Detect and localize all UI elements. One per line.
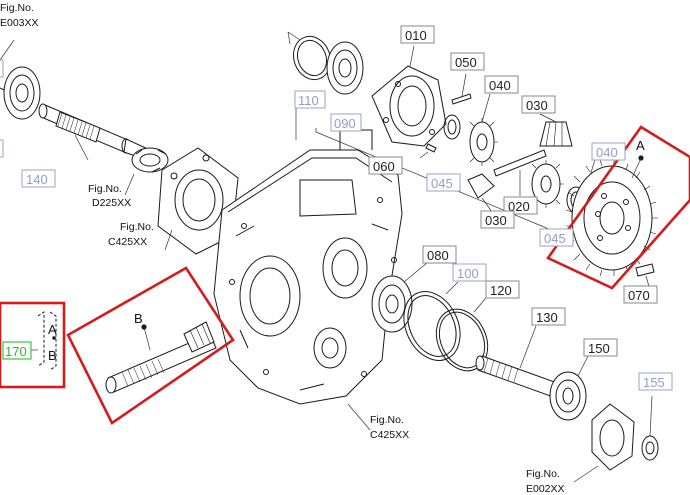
fig-ref-mid-left[interactable]: Fig.No. D225XX (88, 183, 131, 209)
pinion-shaft-B-drawing (105, 321, 217, 394)
washer-045-drawing (443, 114, 461, 140)
fig-ref-code: E003XX (0, 17, 39, 29)
svg-text:170: 170 (5, 344, 27, 359)
bearing-150-drawing (549, 355, 589, 421)
svg-text:155: 155 (643, 375, 665, 390)
part-label-140[interactable]: 140 (21, 169, 56, 188)
svg-text:040: 040 (596, 145, 618, 160)
diff-plate-110-drawing (287, 31, 332, 81)
part-label-045-right[interactable]: 045 (539, 228, 574, 247)
svg-text:110: 110 (298, 93, 319, 108)
part-label-020[interactable]: 020 (503, 196, 538, 215)
svg-text:080: 080 (427, 248, 449, 263)
svg-text:140: 140 (26, 172, 48, 187)
bolt-070-drawing (635, 263, 655, 291)
part-label-030-top[interactable]: 030 (521, 95, 556, 114)
svg-text:120: 120 (490, 283, 512, 298)
fig-ref-label: Fig.No. (88, 183, 122, 195)
part-label-080[interactable]: 080 (422, 245, 457, 264)
fig-ref-label: Fig.No. (370, 414, 404, 426)
callout-bracket-a: A (48, 322, 57, 337)
part-label-040-top[interactable]: 040 (484, 75, 519, 94)
pinion-030-bottom-drawing (467, 173, 495, 213)
part-label-010[interactable]: 010 (400, 25, 435, 44)
cover-E002-drawing (573, 403, 635, 483)
shaft-130-drawing (475, 325, 561, 399)
fig-ref-cover[interactable]: Fig.No. C425XX (108, 221, 154, 248)
svg-text:045: 045 (431, 176, 453, 191)
side-gear-040-drawing (469, 93, 498, 166)
shim-100-drawing (403, 281, 461, 361)
svg-text:130: 130 (536, 310, 558, 325)
snap-ring-120-drawing (435, 297, 489, 372)
callout-bracket-b: B (48, 348, 57, 363)
part-label-120[interactable]: 120 (485, 280, 520, 299)
svg-text:150: 150 (588, 341, 610, 356)
part-label-110[interactable]: 110 (294, 90, 326, 109)
oil-seal-155-drawing (641, 395, 659, 461)
pin-050-drawing (451, 73, 472, 105)
part-label-130[interactable]: 130 (531, 307, 566, 326)
part-label-170-selected[interactable]: 170 (2, 341, 32, 360)
transmission-case-drawing (213, 129, 403, 431)
fig-ref-code: D225XX (92, 197, 131, 209)
fig-ref-top-left[interactable]: Fig.No. E003XX (0, 2, 39, 29)
bearing-left-drawing (0, 39, 41, 120)
coupling-drawing (124, 147, 169, 196)
fig-ref-code: C425XX (108, 236, 147, 248)
part-label-030-bottom[interactable]: 030 (480, 210, 515, 229)
side-gear-040-right-drawing (531, 160, 564, 208)
bearing-080-drawing (371, 261, 429, 333)
diff-case-010-drawing (371, 45, 447, 147)
svg-text:030: 030 (526, 98, 548, 113)
pin-060-drawing (419, 143, 437, 159)
fig-ref-label: Fig.No. (120, 221, 154, 233)
case-cover-drawing (157, 147, 239, 255)
bearing-090-drawing (326, 41, 364, 95)
fig-ref-code: E002XX (526, 483, 565, 495)
svg-text:100: 100 (457, 266, 479, 281)
part-label-050[interactable]: 050 (450, 52, 485, 71)
svg-text:040: 040 (489, 78, 511, 93)
part-label-070[interactable]: 070 (623, 285, 658, 304)
svg-text:070: 070 (628, 288, 650, 303)
svg-text:030: 030 (485, 213, 507, 228)
part-label-090[interactable]: 090 (330, 113, 362, 132)
part-label-040-right[interactable]: 040 (591, 142, 626, 161)
part-label-100[interactable]: 100 (452, 263, 487, 282)
svg-text:010: 010 (405, 28, 427, 43)
callout-shaft-b: B (134, 311, 143, 326)
fig-ref-label: Fig.No. (526, 468, 560, 480)
svg-text:050: 050 (455, 55, 477, 70)
ring-gear-drawing (565, 155, 658, 277)
highlight-frame-variant (0, 301, 66, 389)
part-label-060[interactable]: 060 (368, 156, 403, 175)
fig-ref-label: Fig.No. (0, 2, 34, 14)
shaft-020-drawing (493, 149, 547, 196)
svg-text:060: 060 (373, 159, 395, 174)
part-label-partial-top (0, 59, 4, 78)
variant-bracket-drawing (30, 311, 57, 371)
svg-text:090: 090 (334, 116, 356, 131)
callout-gear-a: A (636, 138, 645, 153)
svg-text:045: 045 (544, 231, 566, 246)
fig-ref-case[interactable]: Fig.No. C425XX (370, 414, 409, 441)
part-label-155[interactable]: 155 (638, 372, 673, 391)
part-label-150[interactable]: 150 (583, 338, 618, 357)
pinion-030-top-drawing (539, 113, 573, 147)
fig-ref-code: C425XX (370, 429, 409, 441)
part-label-045-left[interactable]: 045 (426, 173, 461, 192)
fig-ref-bottom-right[interactable]: Fig.No. E002XX (526, 468, 565, 495)
svg-text:020: 020 (508, 199, 530, 214)
highlight-frame-shaft (66, 266, 235, 425)
part-label-partial-mid (0, 139, 4, 158)
